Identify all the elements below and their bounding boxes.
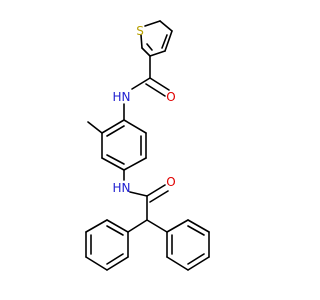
bond (187, 256, 210, 271)
bond (166, 219, 189, 233)
bond (149, 190, 169, 203)
structure-canvas: S O N H N H O (85, 20, 210, 271)
bond (85, 219, 108, 233)
bond (123, 157, 147, 171)
bond (106, 256, 129, 271)
bond (131, 77, 151, 90)
bond (106, 154, 125, 165)
bond (146, 184, 166, 197)
nitrogen-label-top: N (122, 90, 131, 104)
bond (164, 30, 173, 52)
bond (146, 43, 153, 51)
bond (101, 157, 125, 171)
bond (85, 256, 108, 271)
sulfur-label: S (136, 24, 144, 38)
bond (87, 121, 103, 134)
bond (106, 219, 129, 233)
bond (106, 125, 125, 137)
bond (149, 77, 170, 91)
bond (166, 256, 189, 271)
bond (106, 225, 124, 236)
bond (101, 119, 125, 134)
atom-labels: S O N H N H O (112, 24, 175, 195)
oxygen-label-bottom: O (166, 175, 175, 189)
hydrogen-label-top: H (112, 90, 121, 104)
bond (145, 83, 166, 97)
bond (129, 191, 148, 197)
bond (161, 34, 168, 49)
bond (187, 219, 210, 233)
oxygen-label-top: O (166, 90, 175, 104)
bonds (85, 20, 210, 271)
bond (123, 119, 147, 134)
bond (144, 20, 161, 27)
bond (187, 225, 205, 236)
nitrogen-label-bottom: N (122, 181, 131, 195)
bond (187, 253, 205, 265)
bond (106, 253, 124, 265)
bond (146, 219, 168, 233)
bond (140, 34, 143, 49)
bond (141, 47, 151, 57)
bond (159, 20, 173, 32)
bond (127, 219, 148, 233)
bond (149, 50, 166, 57)
hydrogen-label-bottom: H (112, 181, 121, 195)
molecule-diagram: S O N H N H O (85, 20, 210, 271)
